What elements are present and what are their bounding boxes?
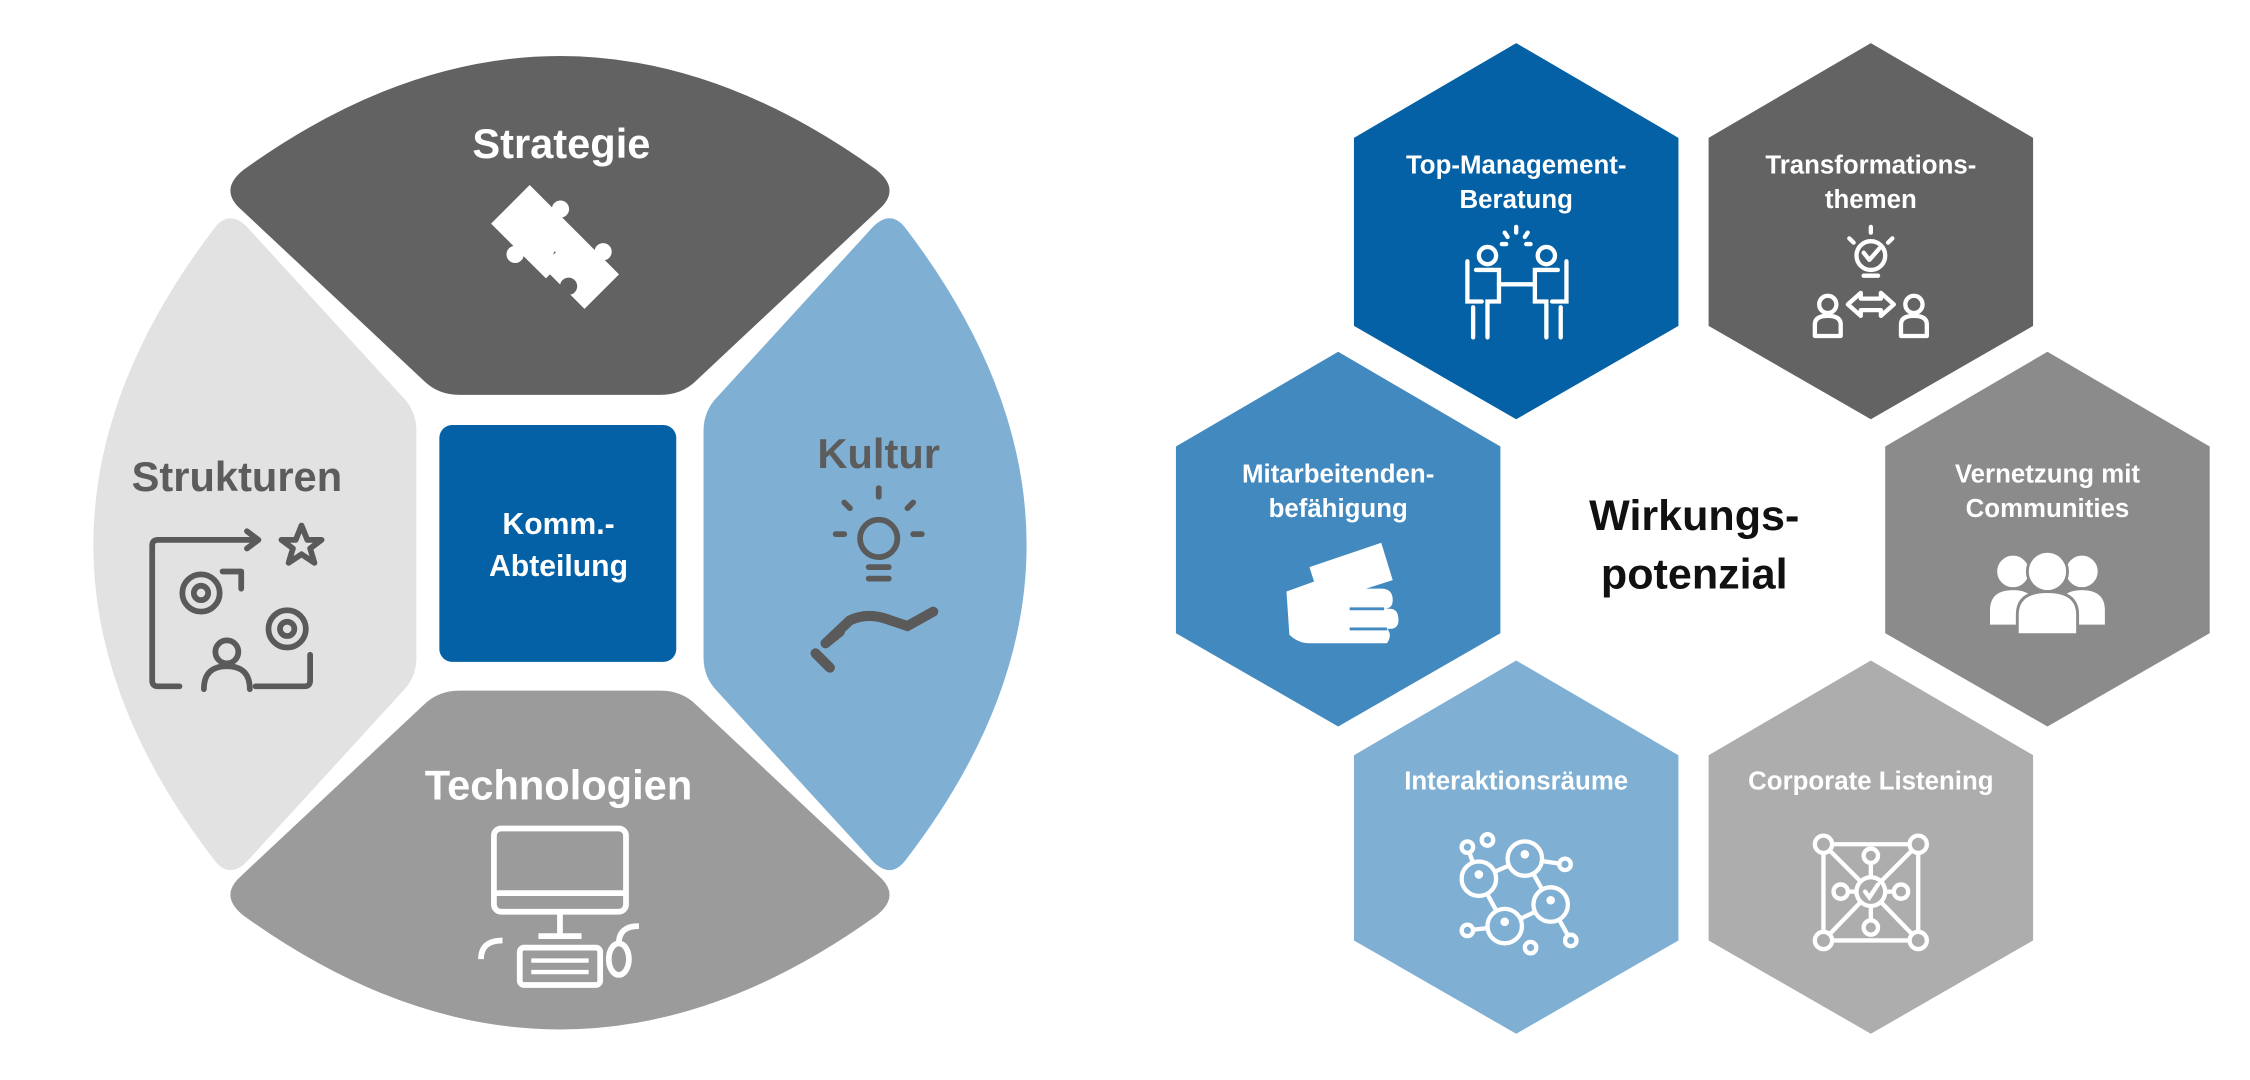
segment-kultur-shape [703,218,1027,871]
segment-technologien-shape [230,690,890,1030]
lightbulb-exchange-icon [1812,224,1929,339]
segment-kultur-label: Kultur [817,430,940,477]
segment-strukturen: Strukturen [93,218,417,871]
segment-strategie: Strategie [230,55,890,395]
process-structure-icon [149,522,325,693]
hexagon-transformationsthemen: Transformations- themen [1708,43,2034,420]
puzzle-icon [491,185,620,309]
hexagon-label-line1: Corporate Listening [1748,768,1993,796]
segment-technologien-label: Technologien [425,762,692,809]
idea-hand-icon [810,485,939,673]
hexagon-shape [1885,351,2210,727]
hexagon-vernetzung: Vernetzung mit Communities [1885,351,2210,727]
center-box-shape [439,424,677,662]
hexagon-corporate-listening: Corporate Listening [1708,660,2034,1034]
segment-strukturen-label: Strukturen [132,453,342,500]
hexagon-shape [1175,351,1501,727]
connected-people-icon [1459,832,1579,956]
hexagon-label-line2: themen [1825,186,1917,214]
consulting-meeting-icon [1465,224,1569,340]
center-box-line2: Abteilung [489,550,628,583]
people-group-icon [1987,549,2108,637]
hexagon-label-line1: Interaktionsräume [1404,768,1628,796]
hexagon-interaktionsraeume: Interaktionsräume [1353,660,1679,1034]
circle-diagram: Strategie Kultur [93,55,1027,1030]
hexagon-label-line2: befähigung [1269,495,1408,523]
center-box-line1: Komm.- [502,508,614,541]
computer-icon [478,825,640,988]
hexagon-label-line1: Top-Management- [1406,152,1626,180]
center-box: Komm.- Abteilung [439,424,677,662]
hexagon-mitarbeitendenbefaehigung: Mitarbeitenden- befähigung [1175,351,1501,727]
hexagon-center-line2: potenzial [1601,551,1788,599]
segment-strategie-label: Strategie [472,120,650,167]
fist-card-icon [1286,542,1399,644]
segment-kultur: Kultur [703,218,1027,871]
hexagon-diagram: Wirkungs- potenzial Top-Management- Bera… [1175,43,2210,1034]
hexagon-label-line1: Mitarbeitenden- [1242,460,1434,488]
network-nodes-icon [1812,833,1929,952]
hexagon-label-line1: Transformations- [1765,152,1976,180]
segment-technologien: Technologien [230,690,890,1030]
hexagon-top-management: Top-Management- Beratung [1353,43,1679,420]
hexagon-center-line1: Wirkungs- [1589,492,1799,540]
hexagon-label-line2: Beratung [1460,186,1573,214]
hexagon-label-line1: Vernetzung mit [1955,460,2141,488]
hexagon-label-line2: Communities [1966,495,2130,523]
